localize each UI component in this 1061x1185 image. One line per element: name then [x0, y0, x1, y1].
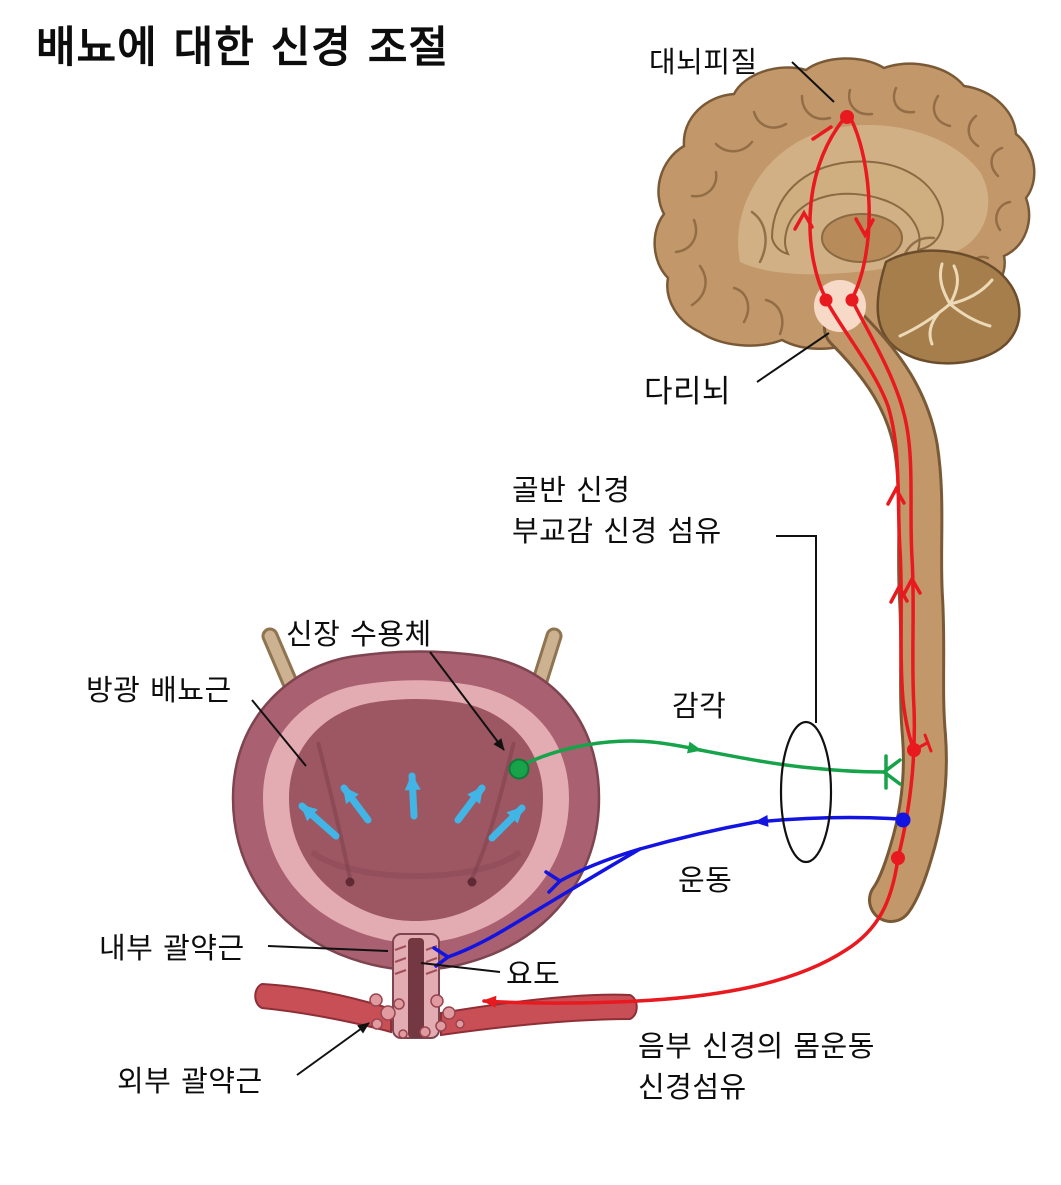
leader-lines [251, 61, 835, 1076]
pudendal-nerve-path [482, 856, 900, 1008]
pelvic-floor-left [254, 982, 392, 1034]
cerebellum-arbor [898, 262, 994, 346]
cord-dot-lower [891, 851, 905, 865]
bladder-illustration [231, 627, 638, 1039]
pons-dot-right [845, 293, 859, 307]
cord-dot-upper [907, 743, 921, 757]
internal-sphincter-texture [394, 945, 438, 975]
label-external-sphincter: 외부 괄약근 [117, 1064, 263, 1098]
pelvic-floor-right [440, 993, 638, 1037]
page-title: 배뇨에 대한 신경 조절 [36, 23, 449, 73]
label-stretch-receptor: 신장 수용체 [286, 617, 432, 651]
motor-neuron-dot [895, 812, 911, 828]
urethra-canal [408, 938, 424, 1038]
pons-dot-left [819, 293, 833, 307]
label-pelvic-nerve-line1: 골반 신경 [512, 473, 631, 507]
red-nerve-pathway [482, 117, 933, 1008]
nerve-bundle-ellipse [779, 720, 833, 864]
label-motor: 운동 [678, 863, 733, 897]
label-cerebral-cortex: 대뇌피질 [649, 45, 758, 79]
label-urethra: 요도 [506, 957, 561, 991]
urine-flow-arrows [298, 772, 526, 842]
label-sensory: 감각 [672, 689, 727, 723]
sensory-nerve-path [525, 739, 902, 790]
label-pons: 다리뇌 [644, 374, 732, 410]
cortex-synapse-dot [840, 110, 854, 124]
motor-nerve-path [432, 814, 901, 968]
label-internal-sphincter: 내부 괄약근 [99, 931, 245, 965]
label-pudendal-nerve: 음부 신경의 몸운동 신경섬유 [638, 1026, 875, 1108]
thalamus [821, 213, 903, 263]
label-pelvic-nerve: 골반 신경 부교감 신경 섬유 [512, 470, 722, 552]
label-pudendal-nerve-line1: 음부 신경의 몸운동 [638, 1029, 875, 1063]
label-pudendal-nerve-line2: 신경섬유 [638, 1070, 747, 1105]
label-detrusor: 방광 배뇨근 [86, 673, 232, 707]
external-sphincter-texture [369, 993, 465, 1039]
stretch-receptor-dot [508, 758, 530, 780]
label-pelvic-nerve-line2: 부교감 신경 섬유 [512, 514, 722, 549]
